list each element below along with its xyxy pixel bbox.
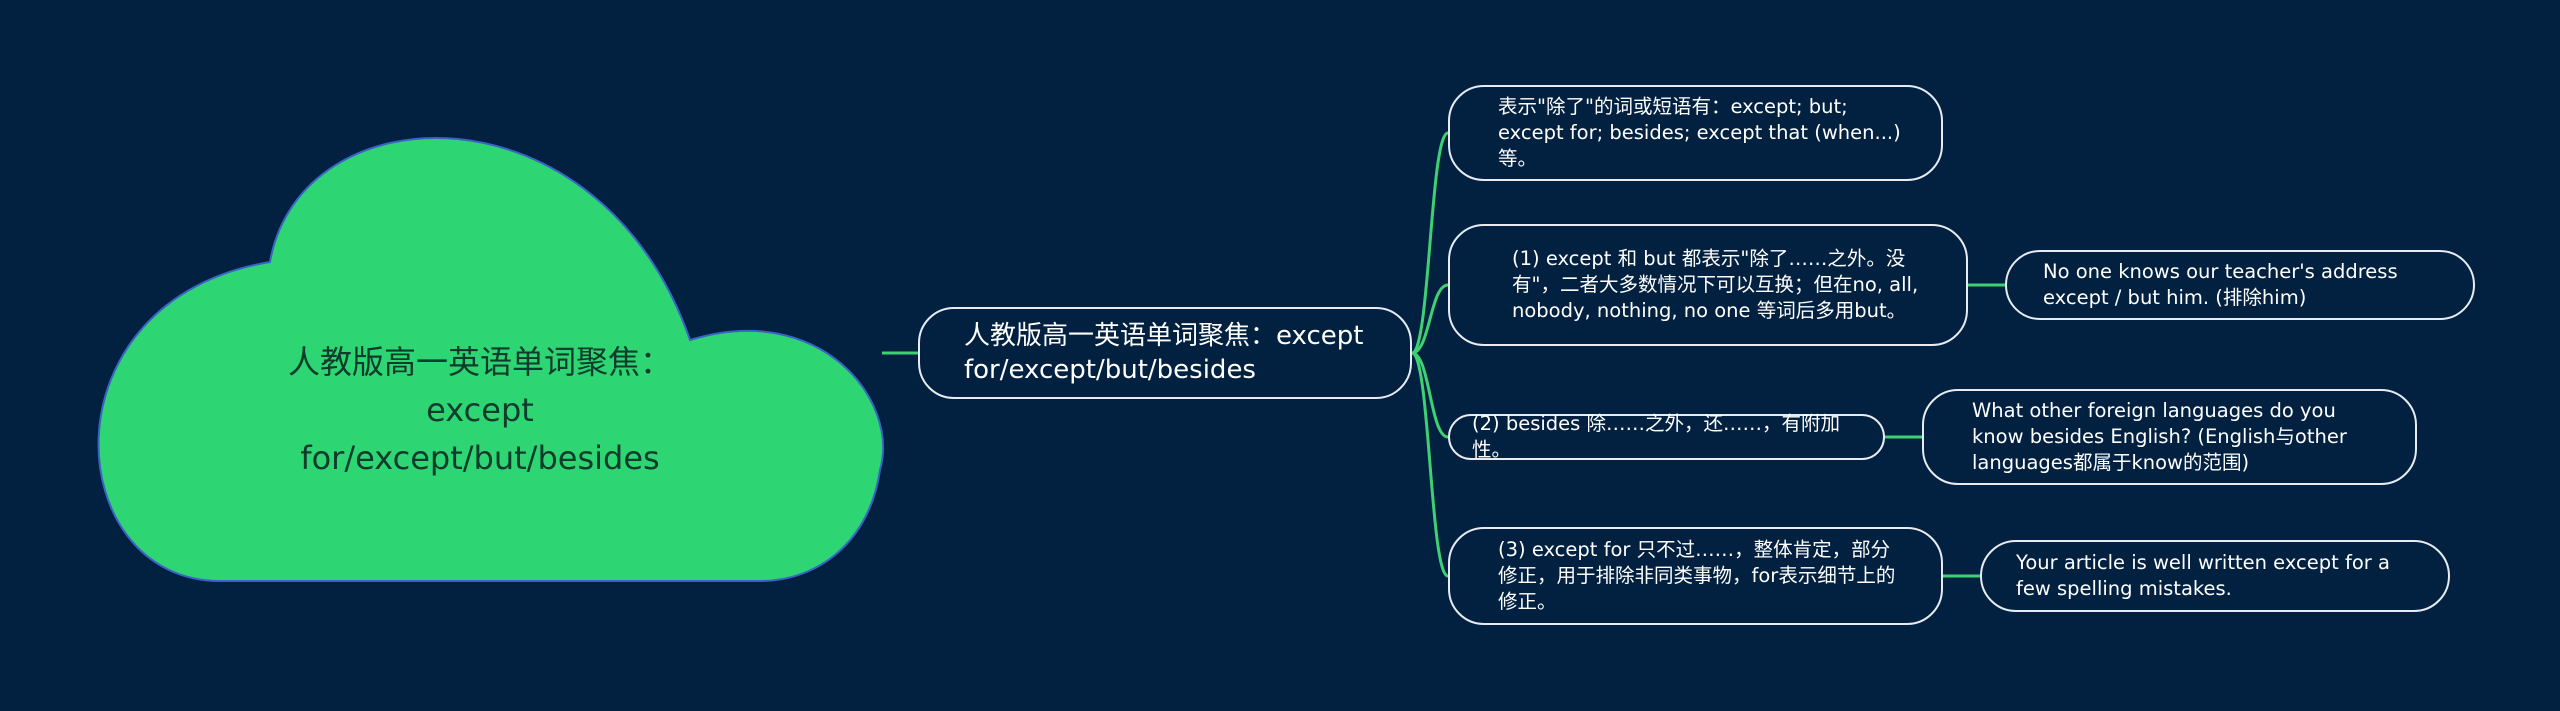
example-label-1: No one knows our teacher's address excep… [2043, 260, 2398, 309]
connector-center-branch-2 [1411, 283, 1449, 355]
connectors [882, 131, 2005, 578]
center-topic-node[interactable]: 人教版高一英语单词聚焦：except for/except/but/beside… [918, 307, 1412, 399]
center-topic-label: 人教版高一英语单词聚焦：except for/except/but/beside… [964, 321, 1364, 385]
root-topic-text: 人教版高一英语单词聚焦：except for/except/but/beside… [287, 343, 672, 477]
branch-node-4[interactable]: (3) except for 只不过……，整体肯定，部分修正，用于排除非同类事物… [1448, 527, 1943, 625]
branch-label-3: (2) besides 除……之外，还……，有附加性。 [1472, 412, 1841, 461]
branch-node-2[interactable]: (1) except 和 but 都表示"除了……之外。没有"，二者大多数情况下… [1448, 224, 1968, 346]
example-node-2[interactable]: What other foreign languages do you know… [1922, 389, 2417, 485]
root-cloud-shape[interactable] [97, 137, 885, 582]
example-label-3: Your article is well written except for … [2016, 551, 2390, 600]
example-node-3[interactable]: Your article is well written except for … [1980, 540, 2450, 612]
branch-node-1[interactable]: 表示"除了"的词或短语有：except; but; except for; be… [1448, 85, 1943, 181]
branch-label-1: 表示"除了"的词或短语有：except; but; except for; be… [1498, 95, 1901, 170]
branch-label-2: (1) except 和 but 都表示"除了……之外。没有"，二者大多数情况下… [1512, 247, 1919, 322]
branch-label-4: (3) except for 只不过……，整体肯定，部分修正，用于排除非同类事物… [1498, 538, 1896, 613]
example-node-1[interactable]: No one knows our teacher's address excep… [2005, 250, 2475, 320]
connector-center-branch-3 [1411, 351, 1449, 439]
example-label-2: What other foreign languages do you know… [1972, 399, 2347, 474]
connector-center-branch-4 [1411, 351, 1449, 578]
connector-center-branch-1 [1410, 131, 1450, 355]
branch-node-3[interactable]: (2) besides 除……之外，还……，有附加性。 [1448, 412, 1885, 461]
